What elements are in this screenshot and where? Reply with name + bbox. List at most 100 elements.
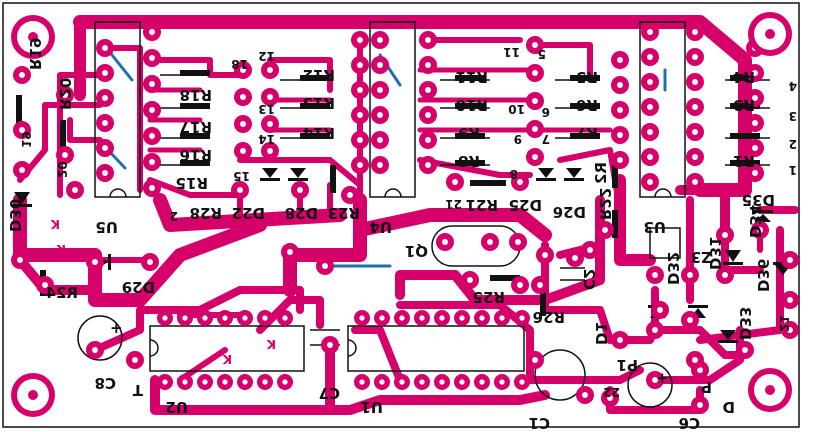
C1-outline	[534, 349, 586, 401]
pad-drill	[132, 357, 138, 363]
U5-outline	[94, 21, 141, 198]
pad-drill	[499, 379, 505, 385]
pad-drill	[532, 42, 538, 48]
pad-drill	[532, 126, 538, 132]
pad-drill	[379, 315, 385, 321]
label-D36: D36	[754, 259, 772, 292]
pad-drill	[652, 327, 658, 333]
label-C1: C1	[529, 414, 550, 432]
pad-drill	[537, 282, 543, 288]
pad-drill	[377, 37, 383, 43]
pad-drill	[267, 148, 273, 154]
label-R7: R7	[576, 124, 598, 142]
pad-drill	[697, 402, 703, 408]
pad-drill	[647, 179, 653, 185]
label-K1: K	[50, 217, 60, 231]
pad-drill	[687, 272, 693, 278]
label-R20: R20	[56, 78, 74, 110]
pad-drill	[452, 179, 458, 185]
pad-drill	[262, 315, 268, 321]
pad-drill	[439, 315, 445, 321]
label-Q1: Q1	[405, 242, 428, 260]
label-C7: C7	[319, 384, 340, 402]
pad-drill	[757, 227, 763, 233]
label-R17: R17	[180, 118, 212, 136]
pad-drill	[287, 249, 293, 255]
label-U4: U4	[369, 218, 392, 236]
pad-drill	[425, 112, 431, 118]
pad-drill	[149, 81, 155, 87]
label-R22: R22	[596, 188, 614, 220]
pad-drill	[582, 392, 588, 398]
C6-outline	[627, 362, 673, 408]
label-D32: D32	[664, 252, 682, 285]
pad-drill	[787, 297, 793, 303]
pad-drill	[459, 315, 465, 321]
label-R16: R16	[180, 146, 212, 164]
pad-drill	[102, 45, 108, 51]
label-R12: R12	[303, 66, 335, 84]
pad-drill	[425, 62, 431, 68]
pad-drill	[722, 232, 728, 238]
label-R9: R9	[458, 124, 480, 142]
pad-drill	[297, 187, 303, 193]
label-pin-8: 8	[510, 167, 518, 181]
pad-drill	[267, 67, 273, 73]
pad-drill	[149, 29, 155, 35]
pad-drill	[617, 82, 623, 88]
pad-drill	[147, 259, 153, 265]
pad-drill	[752, 145, 758, 151]
pad-drill	[722, 272, 728, 278]
label-D31: D31	[706, 237, 724, 270]
pad-drill	[162, 315, 168, 321]
pad-drill	[687, 317, 693, 323]
pad-drill	[517, 282, 523, 288]
label-R23: R23	[328, 204, 360, 222]
label-C2: C2	[580, 269, 598, 290]
pad-drill	[162, 379, 168, 385]
pad-drill	[92, 259, 98, 265]
pad-drill	[17, 257, 23, 263]
Z3-outline	[649, 227, 681, 259]
pad-drill	[742, 347, 748, 353]
pad-drill	[542, 252, 548, 258]
pad-drill	[202, 379, 208, 385]
label-D1: D1	[592, 322, 610, 345]
pad-drill	[419, 379, 425, 385]
pad-drill	[647, 79, 653, 85]
pad-drill	[692, 154, 698, 160]
label-pin-2b: 2	[170, 209, 178, 223]
pad-drill	[222, 315, 228, 321]
pad-drill	[399, 315, 405, 321]
label-pin-7: 7	[542, 132, 550, 146]
pad-drill	[467, 277, 473, 283]
pad-drill	[657, 307, 663, 313]
pad-drill	[357, 112, 363, 118]
pad-drill	[357, 162, 363, 168]
label-R10: R10	[456, 96, 488, 114]
label-plus-C6: +	[656, 369, 669, 387]
pad-drill	[517, 179, 523, 185]
pad-drill	[359, 315, 365, 321]
label-T: T	[132, 381, 143, 399]
label-D30: D30	[6, 199, 24, 232]
pad-drill	[149, 185, 155, 191]
pad-drill	[72, 187, 78, 193]
pad-drill	[532, 357, 538, 363]
U2-outline	[149, 325, 305, 372]
pad-drill	[692, 29, 698, 35]
label-D33: D33	[736, 307, 754, 340]
pad-drill	[182, 315, 188, 321]
pad-drill	[787, 257, 793, 263]
label-R14: R14	[303, 124, 335, 142]
pad-drill	[572, 255, 578, 261]
pad-drill	[479, 379, 485, 385]
label-pin-2: 2	[789, 137, 797, 151]
label-pin-21b: 21	[445, 197, 462, 211]
pad-drill	[607, 395, 613, 401]
pad-drill	[242, 315, 248, 321]
pad-drill	[532, 70, 538, 76]
pad-drill	[240, 121, 246, 127]
label-K4: K	[266, 337, 276, 351]
label-D29: D29	[122, 278, 155, 296]
